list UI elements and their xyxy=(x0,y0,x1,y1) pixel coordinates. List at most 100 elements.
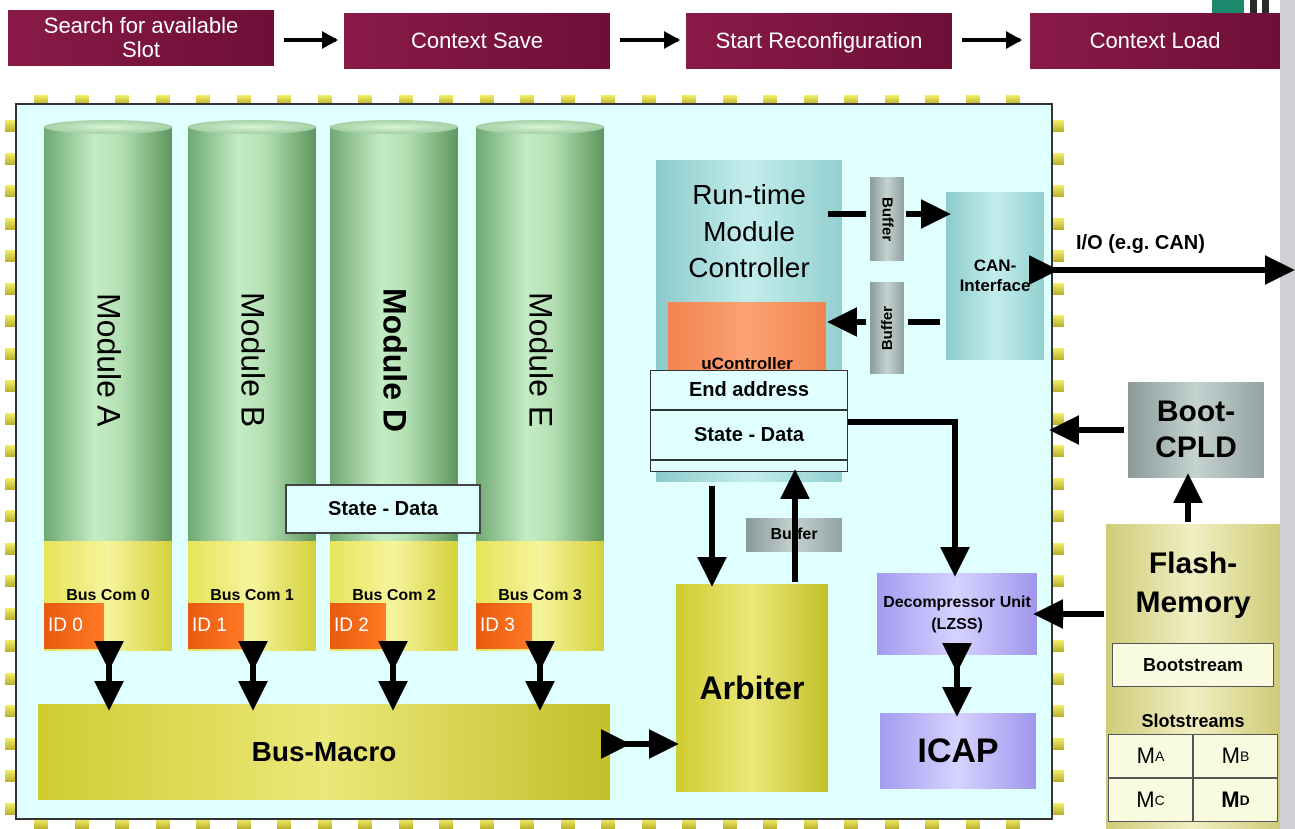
chip-pin xyxy=(236,95,251,105)
id-0-badge: ID 0 xyxy=(44,603,104,649)
chip-pin xyxy=(1052,412,1064,425)
chip-pin xyxy=(5,412,17,425)
id-3-badge: ID 3 xyxy=(476,603,532,649)
module-d-label: Module D xyxy=(376,288,413,432)
chip-pin xyxy=(1052,737,1064,750)
module-a-column xyxy=(44,126,172,542)
chip-pin xyxy=(844,819,858,829)
chip-pin xyxy=(155,95,170,105)
chip-pin xyxy=(5,120,17,132)
chip-pin xyxy=(317,819,332,829)
chip-pin xyxy=(5,640,17,652)
chip-pin xyxy=(5,217,17,230)
chip-pin xyxy=(398,95,413,105)
chip-pin xyxy=(682,95,696,105)
ucontroller: uController xyxy=(668,302,826,372)
controller-empty-field xyxy=(650,460,848,472)
end-address-field: End address xyxy=(650,370,848,410)
ucontroller-label: uController xyxy=(701,354,793,372)
chip-pin xyxy=(5,575,17,587)
chip-pin xyxy=(5,315,17,327)
module-b-column xyxy=(188,126,316,542)
slotstreams-label: Slotstreams xyxy=(1141,710,1245,731)
module-e-label: Module E xyxy=(522,292,559,428)
chip-pin xyxy=(1052,152,1064,165)
chip-pin xyxy=(5,737,17,750)
chip-pin xyxy=(965,95,980,105)
logo xyxy=(1212,0,1280,16)
chip-pin xyxy=(5,152,17,165)
module-d-cap xyxy=(330,120,458,134)
chip-pin xyxy=(925,95,939,105)
chip-pin xyxy=(155,819,170,829)
chip-pin xyxy=(1052,477,1064,490)
chip-pin xyxy=(5,380,17,392)
chip-pin xyxy=(5,347,17,360)
chip-pin xyxy=(803,95,818,105)
chip-pin xyxy=(236,819,251,829)
chip-pin xyxy=(520,819,534,829)
chip-pin xyxy=(5,705,17,717)
chip-pin xyxy=(803,819,818,829)
slot-mc-sub: C xyxy=(1154,792,1165,808)
chip-pin xyxy=(5,282,17,295)
module-d-column xyxy=(330,126,458,542)
chip-pin xyxy=(722,95,737,105)
chip-pin xyxy=(439,95,453,105)
flow-step-context-load: Context Load xyxy=(1030,13,1280,69)
chip-pin xyxy=(560,819,575,829)
chip-pin xyxy=(884,819,899,829)
chip-pin xyxy=(844,95,858,105)
chip-pin xyxy=(317,95,332,105)
chip-pin xyxy=(439,819,453,829)
chip-pin xyxy=(884,95,899,105)
chip-pin xyxy=(1052,672,1064,685)
chip-pin xyxy=(5,607,17,620)
chip-pin xyxy=(1052,510,1064,522)
chip-pin xyxy=(5,672,17,685)
slot-mb-main: M xyxy=(1221,743,1240,768)
chip-pin xyxy=(763,819,777,829)
chip-pin xyxy=(74,95,89,105)
module-a-label: Module A xyxy=(90,293,127,427)
bus-macro: Bus-Macro xyxy=(38,704,610,800)
chip-pin xyxy=(358,819,372,829)
chip-pin xyxy=(1052,380,1064,392)
chip-pin xyxy=(1052,607,1064,620)
slot-ma-sub: A xyxy=(1154,748,1165,764)
chip-pin xyxy=(601,95,615,105)
chip-pin xyxy=(1052,770,1064,782)
chip-pin xyxy=(5,477,17,490)
flow-step-start-reconfiguration-label: Start Reconfiguration xyxy=(715,27,923,53)
controller-state-data: State - Data xyxy=(650,410,848,460)
chip-pin xyxy=(1052,445,1064,457)
id-2-badge: ID 2 xyxy=(330,603,386,649)
chip-pin xyxy=(1052,217,1064,230)
module-a-cap xyxy=(44,120,172,134)
chip-pin xyxy=(277,819,291,829)
chip-pin xyxy=(722,819,737,829)
slot-ma-main: M xyxy=(1136,743,1155,768)
flow-step-search-label: Search for available Slot xyxy=(43,12,239,62)
chip-pin xyxy=(1052,250,1064,262)
chip-pin xyxy=(1052,347,1064,360)
flow-arrow-3 xyxy=(962,31,1022,49)
chip-pin xyxy=(641,819,656,829)
chip-pin xyxy=(1052,542,1064,555)
boot-cpld: Boot-CPLD xyxy=(1128,382,1264,478)
right-gutter xyxy=(1280,0,1295,829)
flow-step-context-load-label: Context Load xyxy=(1089,27,1221,53)
module-e-column xyxy=(476,126,604,542)
chip-pin xyxy=(641,95,656,105)
chip-pin xyxy=(682,819,696,829)
flow-arrow-1 xyxy=(284,31,338,49)
chip-pin xyxy=(74,819,89,829)
buffer-bottom: Buffer xyxy=(746,518,842,552)
chip-pin xyxy=(479,819,494,829)
flow-step-context-save: Context Save xyxy=(344,13,610,69)
chip-pin xyxy=(5,445,17,457)
chip-pin xyxy=(1052,185,1064,197)
